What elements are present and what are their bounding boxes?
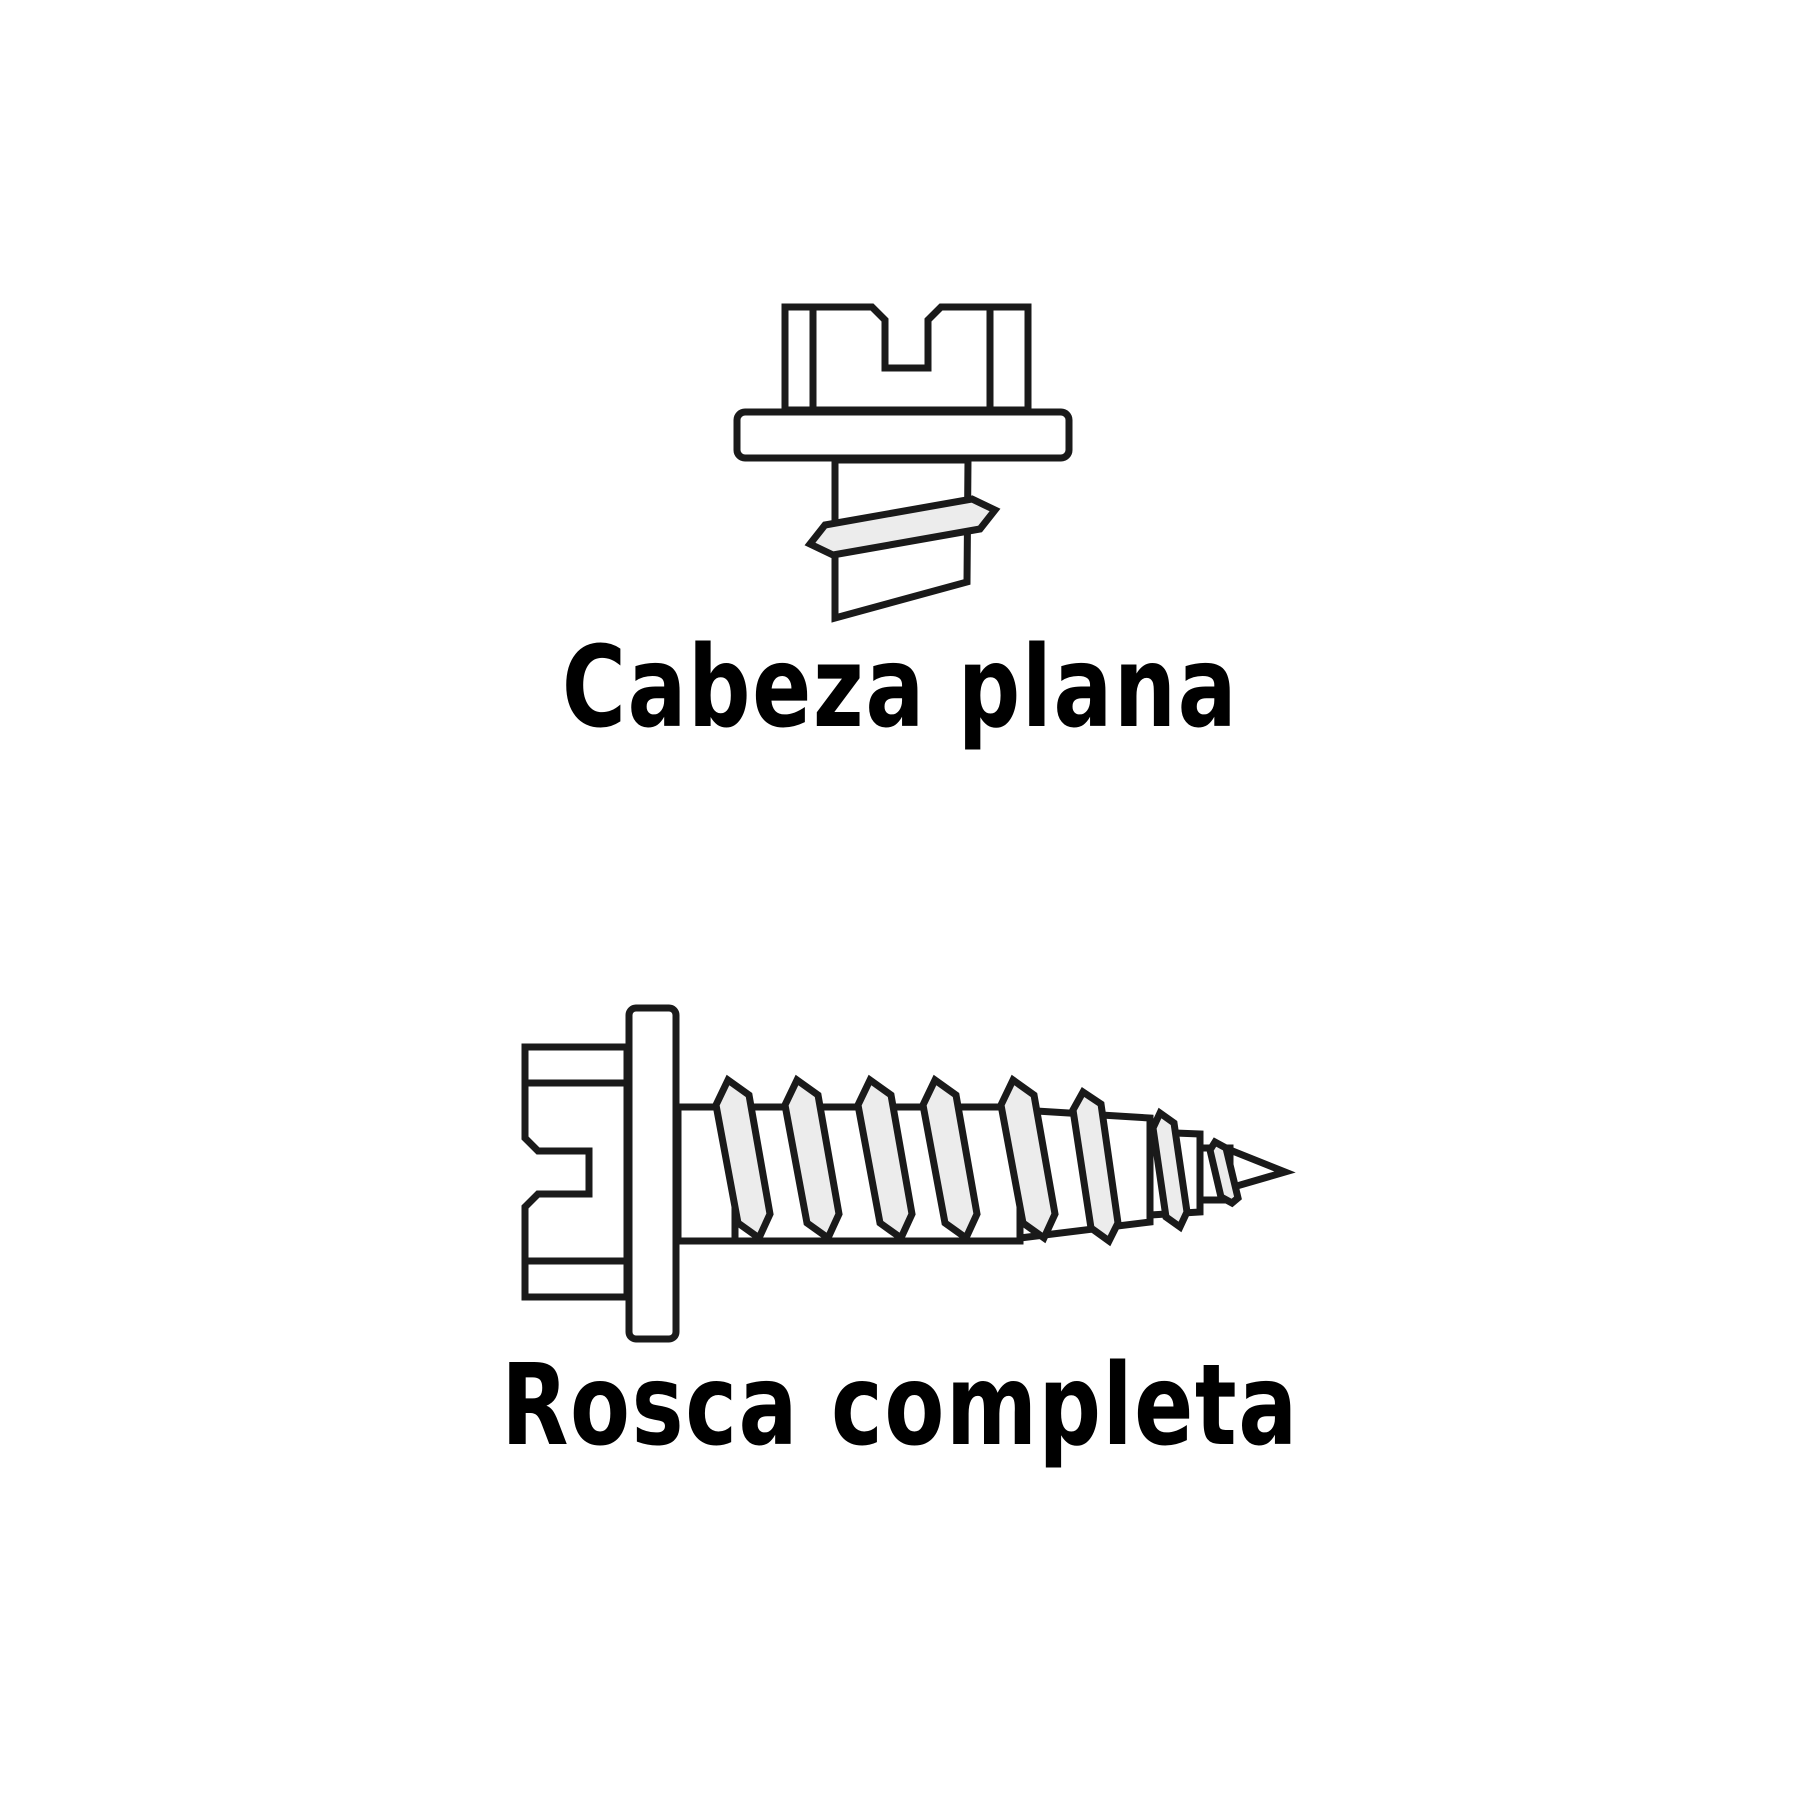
- full-thread-screw-icon: [521, 1004, 1296, 1343]
- feature-label-flat-head: Cabeza plana: [561, 623, 1239, 753]
- flat-head-screw-icon: [733, 303, 1073, 623]
- feature-label-full-thread: Rosca completa: [501, 1341, 1299, 1471]
